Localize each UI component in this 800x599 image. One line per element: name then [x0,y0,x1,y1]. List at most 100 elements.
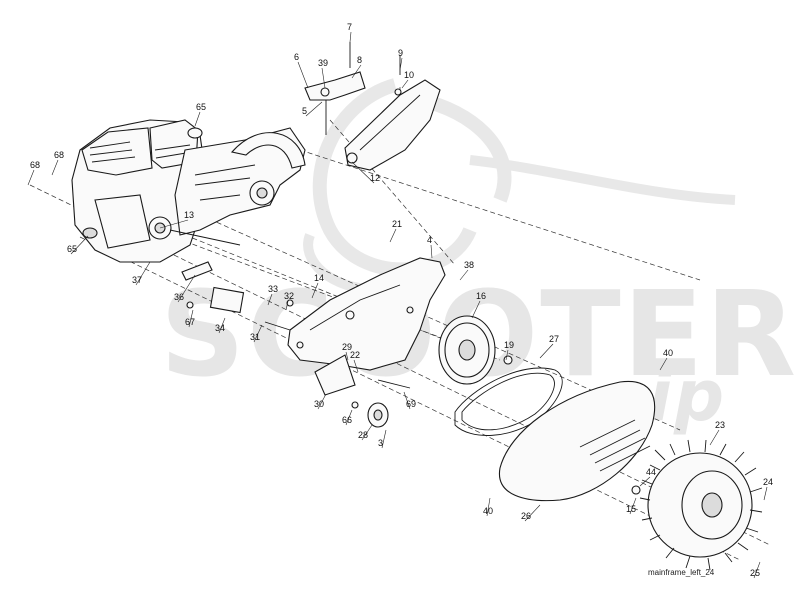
callout-label: 44 [646,467,656,477]
callout-label: 23 [715,420,725,430]
callout-label: 9 [398,48,403,58]
callout-leader [285,300,289,311]
callout-leader [709,429,720,446]
callout-label: 5 [302,106,307,116]
callout-layer: 7 6 39 8 9 10 5 65 12 68 68 13 65 21 4 38 37 36 33 32 14 16 67… [27,22,773,579]
callout-label: 40 [663,348,673,358]
callout-label: 39 [318,58,328,68]
callout-leader [524,504,541,522]
callout-label: 13 [184,210,194,220]
callout-label: 37 [132,275,142,285]
callout-label: 34 [215,323,225,333]
callout-label: 10 [404,70,414,80]
callout-label: 38 [464,260,474,270]
callout-label: 67 [185,317,195,327]
callout-label: 33 [268,284,278,294]
callout-leader [345,409,353,426]
callout-leader [753,561,761,579]
callout-leader [351,64,362,79]
callout-leader [297,61,309,89]
callout-label: 22 [350,350,360,360]
callout-label: 68 [30,160,40,170]
shift-bracket [304,42,401,135]
callout-leader [505,349,509,361]
belt-guard-upper [344,79,441,171]
callout-leader [305,101,323,117]
callout-leader [361,424,373,441]
callout-leader [486,497,491,517]
callout-leader [381,429,387,449]
callout-leader [51,159,59,176]
callout-label: 12 [370,173,380,183]
callout-label: 8 [357,55,362,65]
callout-leader [321,67,326,89]
callout-leader [188,309,194,328]
callout-leader [349,31,352,43]
callout-leader [159,219,189,229]
callout-label: 24 [763,477,773,487]
callout-label: 65 [196,102,206,112]
drawing-id-label: mainframe_left_24 [648,568,715,577]
callout-leader [629,497,637,515]
callout-leader [459,269,469,281]
callout-leader [353,359,359,373]
callout-label: 68 [54,150,64,160]
small-hardware [181,261,641,495]
callout-label: 36 [174,292,184,302]
callout-label: 40 [483,506,493,516]
callout-leader [403,391,411,410]
callout-label: 28 [358,430,368,440]
callout-label: 32 [284,291,294,301]
left-side-plate [287,257,446,371]
callout-leader [70,235,89,255]
callout-leader [218,317,226,334]
v-belt [454,367,563,436]
callout-leader [763,486,768,501]
idler-pulley [367,402,389,428]
callout-label: 15 [626,504,636,514]
callout-leader [317,393,327,410]
callout-leader [27,169,35,186]
callout-label: 31 [250,332,260,342]
callout-label: 27 [549,334,559,344]
drive-pulley [438,315,496,385]
callout-label: 65 [67,244,77,254]
callout-label: 25 [750,568,760,578]
callout-label: 30 [314,399,324,409]
callout-label: 7 [347,22,352,32]
callout-label: 21 [392,219,402,229]
watermark-logo-swoosh [303,78,736,295]
callout-label: 14 [314,273,324,283]
callout-leader [253,324,263,343]
callout-leader [177,274,196,303]
callout-leader [311,282,319,299]
callout-leader [389,228,397,243]
callout-label: 19 [504,340,514,350]
tine-frame [169,127,306,246]
callout-label: 69 [406,399,416,409]
callout-label: 66 [342,415,352,425]
callout-leader [639,476,651,487]
callout-label: 4 [427,235,432,245]
wheel-tire [639,439,763,571]
callout-leader [659,357,668,371]
callout-leader [135,261,151,286]
engine [71,119,206,263]
callout-leader [267,293,273,306]
callout-label: 26 [521,511,531,521]
callout-label: 6 [294,52,299,62]
belt-cover [498,380,656,502]
callout-leader [401,79,409,89]
callout-leader [471,300,481,319]
callout-leader [539,343,554,359]
callout-label: 16 [476,291,486,301]
callout-leader [399,57,403,71]
callout-leader [345,351,349,361]
callout-leader [351,161,375,184]
callout-leader [430,244,433,259]
callout-leader [194,111,201,127]
callout-label: 29 [342,342,352,352]
callout-label: 3 [378,438,383,448]
